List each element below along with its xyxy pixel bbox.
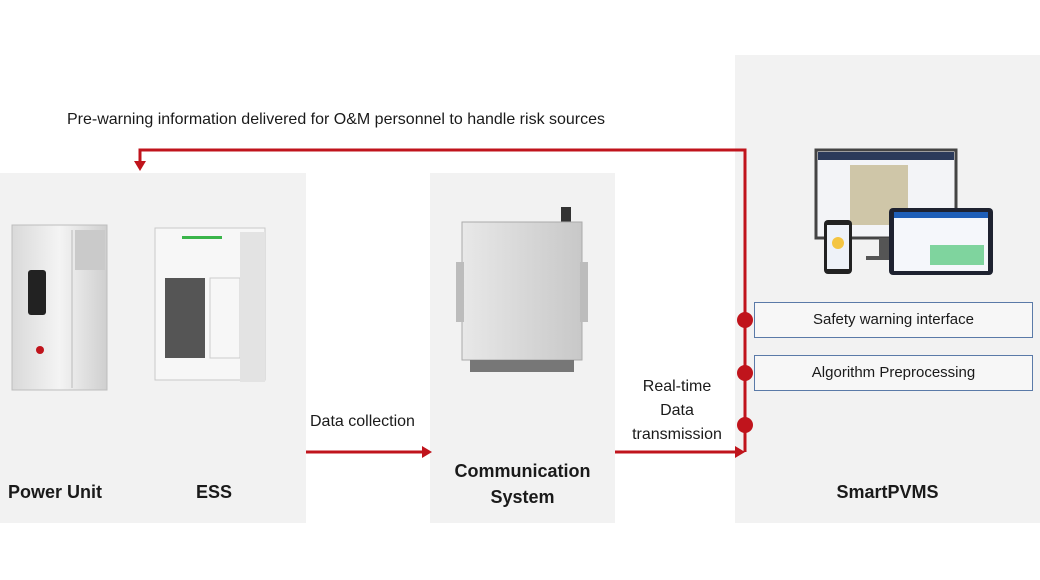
node-dot <box>737 312 753 328</box>
arrow-heads <box>134 161 753 458</box>
dashboard-monitor-image <box>814 148 958 260</box>
ess-label: ESS <box>196 482 233 502</box>
feedback-arrowhead <box>134 161 146 171</box>
safety-warning-interface-box: Safety warning interface <box>754 302 1033 338</box>
smartpvms-label: SmartPVMS <box>836 482 939 502</box>
ess-image <box>154 227 266 382</box>
transmission-label: Real-time Data transmission <box>617 375 737 447</box>
power-unit-image <box>11 224 108 391</box>
transmission-label-line2: Data <box>660 402 694 419</box>
feedback-label: Pre-warning information delivered for O&… <box>67 111 606 128</box>
transmission-label-line1: Real-time <box>642 378 712 395</box>
dashboard-phone-image <box>824 220 852 274</box>
node-dot <box>737 365 753 381</box>
communication-label-line2: System <box>490 487 555 507</box>
data-collection-arrowhead <box>422 446 432 458</box>
dashboard-tablet-image <box>889 208 993 275</box>
communication-system-label: Communication System <box>430 461 615 507</box>
flow-arrows <box>138 148 747 454</box>
feedback-arrow <box>138 148 747 452</box>
communication-label-line1: Communication <box>454 461 591 481</box>
data-transmission-arrowhead <box>735 446 745 458</box>
transmission-label-line3: transmission <box>632 426 722 443</box>
node-dot <box>737 417 753 433</box>
data-collection-label: Data collection <box>310 413 415 430</box>
communication-box-image <box>456 207 588 372</box>
algorithm-preprocessing-box: Algorithm Preprocessing <box>754 355 1033 391</box>
smartpvms-panel <box>735 55 1040 523</box>
power-unit-label: Power Unit <box>8 482 103 502</box>
